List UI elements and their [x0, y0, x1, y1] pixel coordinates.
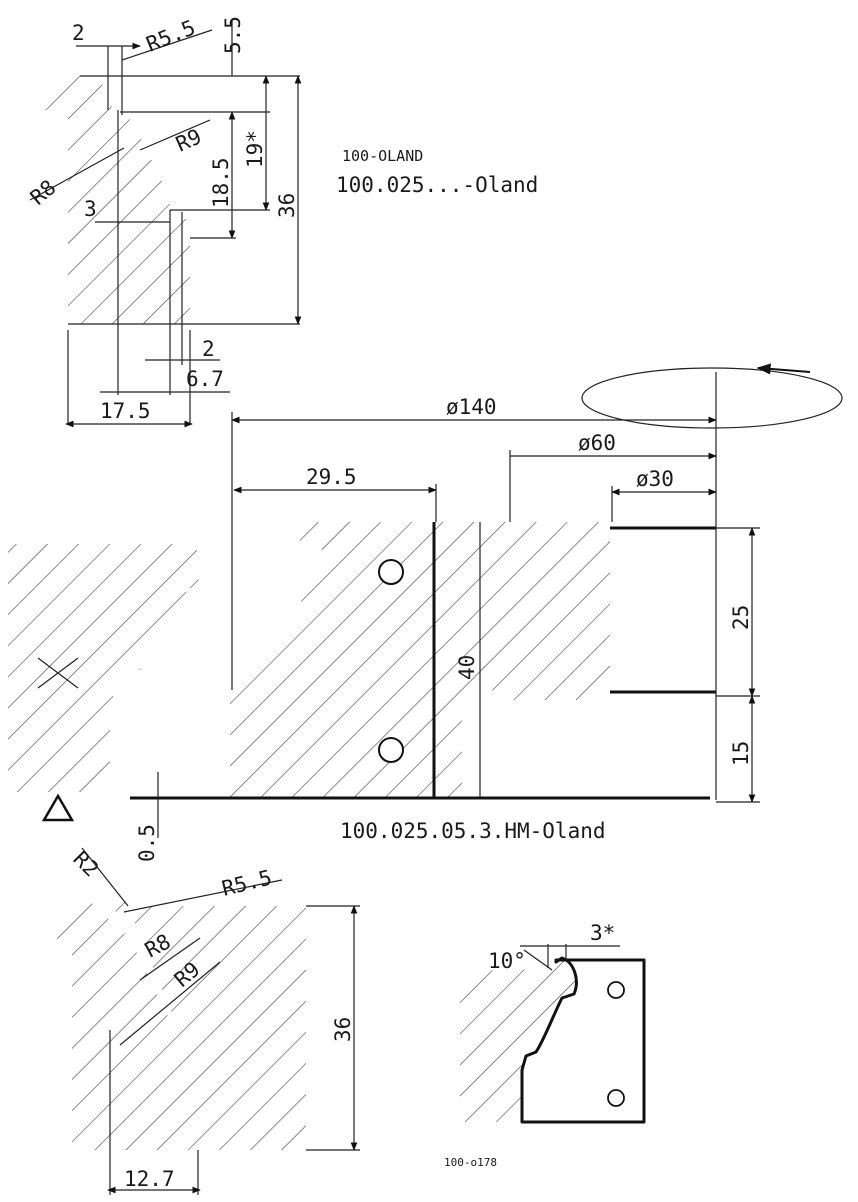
dim-label: R5.5: [143, 15, 199, 56]
dim-label: 0.5: [135, 824, 159, 862]
dim-label: ø140: [446, 395, 497, 419]
dim-label: 2: [72, 21, 85, 45]
dim-label: R9: [172, 124, 205, 156]
dim-label: 6.7: [186, 367, 224, 391]
dim-line: [29, 147, 125, 201]
dim-label: 36: [275, 193, 299, 218]
workpiece-profile: [8, 544, 202, 792]
dim-label: 40: [455, 655, 479, 680]
dim-line: [81, 847, 129, 907]
dim-label: 15: [729, 741, 753, 766]
dim-label: 29.5: [306, 465, 357, 489]
knife-detail: 3* 10°: [460, 921, 646, 1124]
dim-label: 12.7: [124, 1167, 175, 1191]
drawing-code: 100-OLAND: [342, 147, 423, 165]
knife-hatched: [460, 958, 577, 1122]
cutter-section: ø140 ø60 ø30 29.5 40 25 15 0.5: [8, 372, 760, 862]
top-profile: 2 R5.5 5.5 R9 19* R8 18.5 36 3 2 6.7 17.…: [26, 15, 302, 428]
cutter-body: [230, 522, 610, 798]
knife-plate: [520, 956, 646, 1124]
dim-label: 5.5: [221, 16, 245, 54]
dim-label: ø60: [578, 431, 616, 455]
dim-label: 18.5: [209, 157, 233, 208]
dim-line: [523, 949, 553, 971]
bolt-hole: [607, 981, 625, 999]
rotation-arrow: [581, 363, 843, 429]
dim-label: 25: [729, 605, 753, 630]
dim-label: R5.5: [219, 865, 274, 901]
dim-label: 19*: [243, 130, 267, 168]
bottom-profile-body: [45, 901, 198, 1150]
dim-line: [139, 119, 211, 151]
dim-label: 36: [331, 1017, 355, 1042]
dim-line: [139, 937, 201, 981]
support-triangle: [41, 793, 75, 822]
bottom-profile: R2 R5.5 R8 R9 36 12.7: [45, 847, 360, 1195]
dim-label: 2: [202, 337, 215, 361]
dim-label: ø30: [636, 467, 674, 491]
top-profile-body: [41, 75, 190, 325]
bottom-block: [132, 906, 306, 1150]
bolt-hole: [378, 559, 404, 585]
dim-label: R8: [26, 175, 61, 210]
dim-label: 17.5: [100, 399, 151, 423]
drawing-name: 100.025...-Oland: [336, 173, 538, 197]
dim-line: [119, 961, 221, 1046]
knife-code: 100-o178: [444, 1156, 497, 1169]
dim-label: 3*: [590, 921, 615, 945]
dim-line: [121, 29, 213, 61]
center-cross: [37, 657, 79, 689]
dim-label: 10°: [488, 949, 526, 973]
bore: [610, 528, 716, 692]
dim-line: [123, 879, 283, 913]
dim-label: 3: [84, 197, 97, 221]
cutter-designation: 100.025.05.3.HM-Oland: [340, 819, 606, 843]
dim-label: R2: [68, 847, 103, 882]
bolt-hole: [378, 737, 404, 763]
bolt-hole: [607, 1089, 625, 1107]
